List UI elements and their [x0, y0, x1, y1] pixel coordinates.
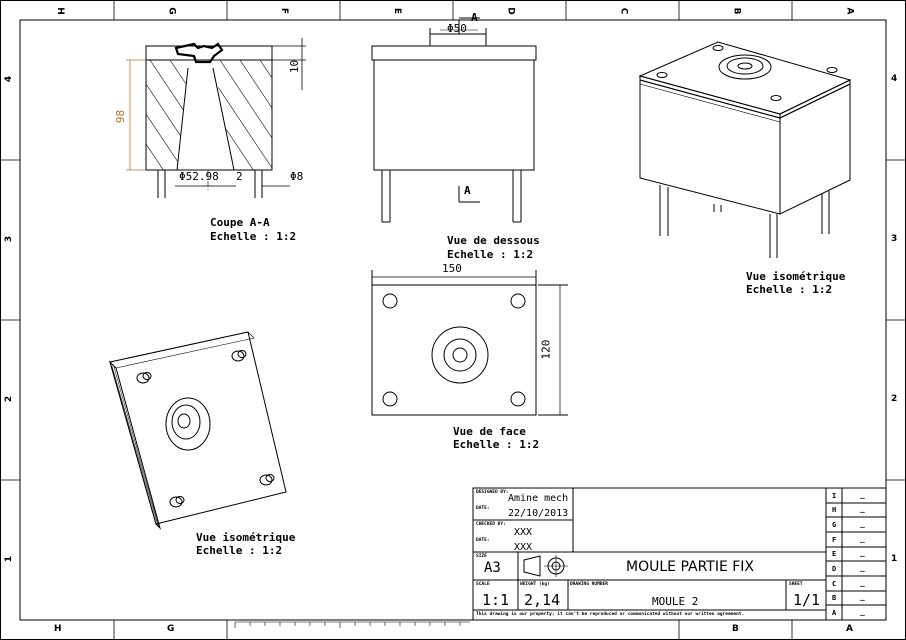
- design-date: 22/10/2013: [508, 508, 569, 519]
- revision-value-F: _: [860, 534, 865, 543]
- revision-value-H: _: [860, 504, 865, 513]
- sheet-size: A3: [484, 560, 501, 576]
- bottom-view-title: Vue de dessous: [447, 234, 540, 247]
- iso-left-view-scale: Echelle : 1:2: [196, 544, 283, 557]
- zone-label-top-G: G: [166, 7, 177, 15]
- front-view: [371, 270, 568, 416]
- iso-left-view-title: Vue isométrique: [196, 531, 296, 544]
- bottom-view-scale: Echelle : 1:2: [447, 248, 534, 261]
- weight-label: WEIGHT (kg): [520, 582, 550, 587]
- iso-view-right: [638, 41, 852, 258]
- zone-label-top-A: A: [844, 7, 855, 15]
- dimension-height-98: 98: [114, 109, 128, 124]
- bottom-ruler: [234, 621, 470, 628]
- inner-border: [19, 19, 887, 621]
- drawing-scale: 1:1: [482, 591, 510, 609]
- dimension-diameter-50: Φ50: [447, 22, 467, 35]
- revision-letter-G: G: [832, 521, 837, 529]
- zone-label-top-D: D: [505, 7, 516, 15]
- zone-label-top-B: B: [731, 7, 742, 15]
- designed-by-label: DESIGNED BY:: [476, 490, 509, 495]
- revision-letter-I: I: [832, 492, 837, 500]
- revision-letter-A: A: [832, 609, 837, 617]
- property-disclaimer: This drawing is our property; it can't b…: [476, 612, 745, 617]
- revision-value-D: _: [860, 563, 865, 572]
- drawing-number: MOULE 2: [652, 595, 699, 608]
- front-view-scale: Echelle : 1:2: [453, 438, 540, 451]
- iso-right-view-title: Vue isométrique: [746, 270, 846, 283]
- drawing-number-label: DRAWING NUMBER: [570, 582, 608, 587]
- drawing-title: MOULE PARTIE FIX: [626, 559, 755, 575]
- revision-letter-F: F: [832, 536, 837, 544]
- check-date-label: DATE:: [476, 538, 490, 543]
- sheet-label: SHEET: [789, 582, 803, 587]
- designer-name: Amine mech: [508, 493, 569, 504]
- zone-label-right-2: 2: [891, 394, 898, 404]
- zone-label-top-E: E: [392, 7, 403, 15]
- revision-letter-C: C: [832, 580, 837, 588]
- revision-letter-B: B: [832, 594, 837, 602]
- dimension-height-10: 10: [288, 59, 302, 74]
- title-block-frame: [472, 487, 887, 621]
- section-view-title: Coupe A-A: [210, 216, 270, 229]
- revision-value-B: _: [860, 592, 865, 601]
- revision-letter-E: E: [832, 550, 837, 558]
- zone-label-left-1: 1: [4, 555, 15, 563]
- zone-label-top-C: C: [618, 7, 629, 15]
- sheet-number: 1/1: [793, 591, 821, 609]
- dimension-value-2: 2: [236, 170, 243, 183]
- zone-label-right-4: 4: [891, 74, 898, 84]
- dimension-height-120: 120: [539, 339, 553, 360]
- iso-view-left: [108, 331, 287, 530]
- checker-name: XXX: [514, 527, 533, 538]
- dimension-width-150: 150: [442, 262, 462, 275]
- revision-value-C: _: [860, 578, 865, 587]
- zone-label-bottom-H: H: [54, 624, 62, 634]
- zone-label-right-3: 3: [891, 234, 898, 244]
- zone-label-top-H: H: [54, 7, 65, 15]
- section-view-scale: Echelle : 1:2: [210, 230, 297, 243]
- front-view-title: Vue de face: [453, 425, 526, 438]
- checked-by-label: CHECKED BY:: [476, 522, 506, 527]
- section-marker-a-top: A: [471, 11, 478, 24]
- zone-label-bottom-G: G: [167, 624, 175, 634]
- revision-value-I: _: [860, 490, 865, 499]
- design-date-label: DATE:: [476, 506, 490, 511]
- iso-right-view-scale: Echelle : 1:2: [746, 283, 833, 296]
- revision-value-E: _: [860, 548, 865, 557]
- zone-label-bottom-A: A: [846, 624, 853, 634]
- check-date: XXX: [514, 542, 533, 553]
- dimension-diameter-8: Φ8: [290, 170, 304, 183]
- revision-letter-H: H: [832, 506, 837, 514]
- zone-label-bottom-B: B: [732, 624, 739, 634]
- part-weight: 2,14: [524, 591, 561, 609]
- zone-label-left-4: 4: [4, 75, 15, 83]
- zone-label-right-1: 1: [891, 554, 898, 564]
- zone-label-left-3: 3: [4, 235, 15, 243]
- section-dimensions: [126, 38, 306, 187]
- revision-value-A: _: [860, 607, 865, 616]
- zone-label-top-F: F: [279, 7, 290, 15]
- section-marker-a-bottom: A: [464, 184, 471, 197]
- bottom-view: [371, 17, 537, 223]
- revision-value-G: _: [860, 519, 865, 528]
- scale-label: SCALE: [476, 582, 490, 587]
- dimension-diameter-52-98: Φ52.98: [179, 170, 219, 183]
- revision-letter-D: D: [832, 565, 837, 573]
- zone-label-left-2: 2: [4, 395, 15, 403]
- size-label: SIZE: [476, 554, 487, 559]
